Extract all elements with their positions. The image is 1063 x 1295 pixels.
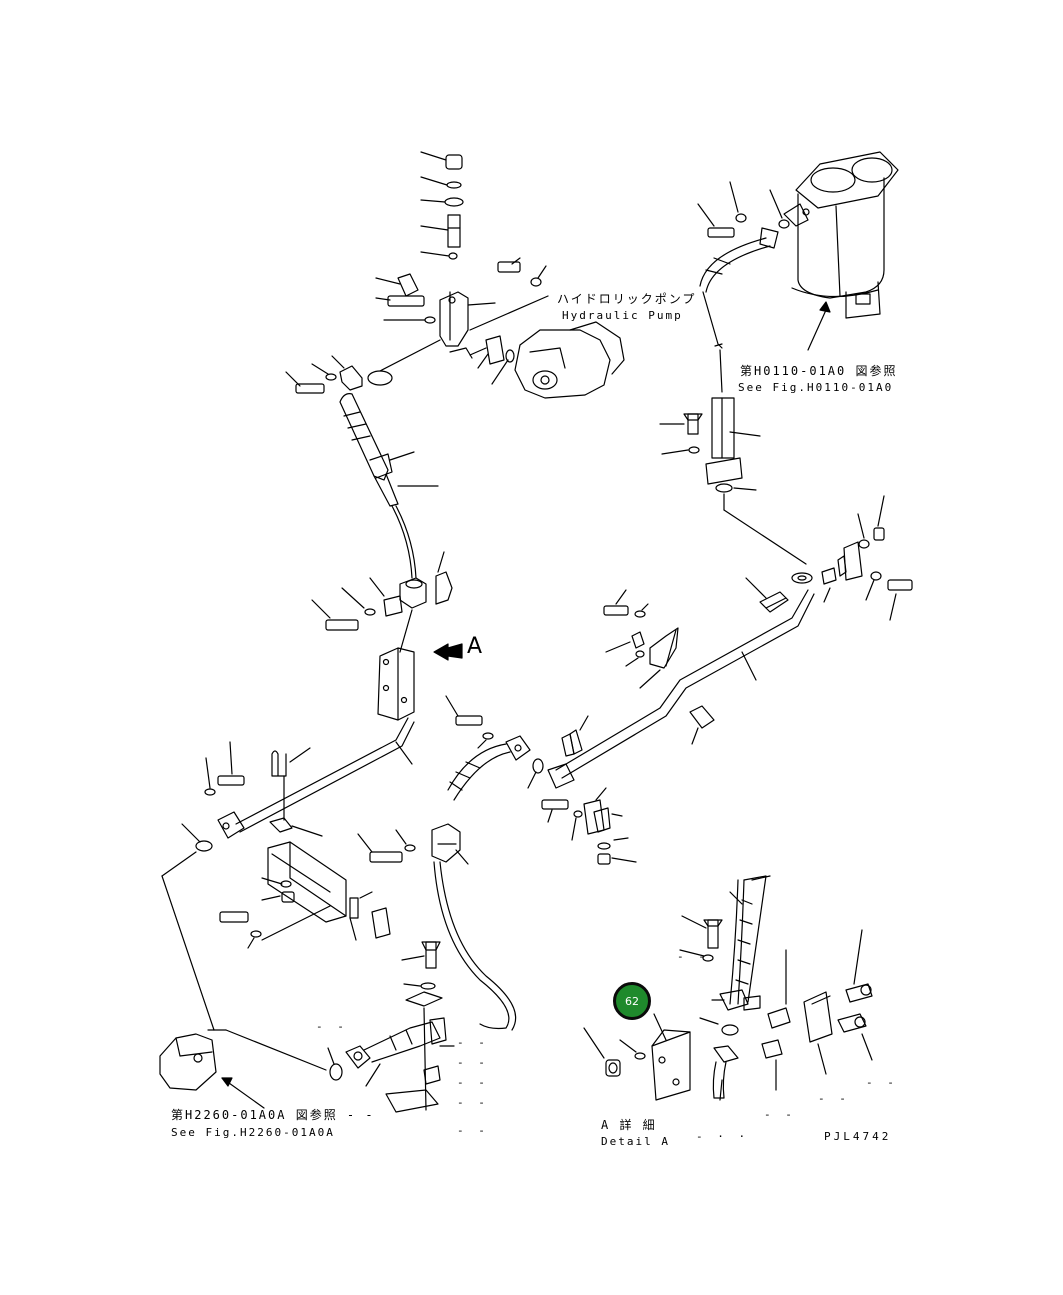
mid-left-clamp: [311, 551, 453, 721]
view-arrow-a: [433, 643, 463, 661]
center-hose: [357, 695, 544, 1031]
leader-dash: - -: [677, 950, 709, 963]
right-tube: [547, 572, 815, 789]
leader-dash: - -: [316, 1020, 348, 1033]
detail-a: [583, 875, 873, 1101]
left-lower-lines: [159, 851, 327, 1109]
center-bottom-bracket: [327, 941, 455, 1113]
suction-hose-left: [285, 355, 439, 579]
right-vertical-pipe: [659, 397, 807, 565]
leader-dash: - -: [457, 1076, 489, 1089]
pump-label-ja: ハイドロリックポンプ: [557, 292, 697, 306]
leader-dash: - -: [818, 1092, 850, 1105]
detail-a-label-en: Detail A: [601, 1135, 670, 1148]
leader-dash: - -: [866, 1076, 898, 1089]
ref-fig-h2260-en: See Fig.H2260-01A0A: [171, 1126, 335, 1139]
ref-fig-h2260-ja: 第H2260-01A0A 図参照 - -: [171, 1108, 375, 1122]
ref-fig-h0110-ja: 第H0110-01A0 図参照: [740, 364, 898, 378]
heat-exchanger: [219, 817, 391, 949]
part-callout-label: 62: [625, 994, 639, 1008]
view-arrow-label: A: [467, 634, 483, 659]
leader-dash: - -: [457, 1036, 489, 1049]
oil-tank: [697, 151, 899, 393]
valve-stack: [367, 151, 496, 386]
leader-dash-dot: - · ·: [696, 1130, 750, 1143]
right-bracket: [821, 495, 913, 621]
hydraulic-pump: [469, 257, 625, 399]
drawing-code: PJL4742: [824, 1130, 892, 1143]
pump-label-en: Hydraulic Pump: [562, 309, 683, 322]
leader-dash: - -: [457, 1096, 489, 1109]
right-clamp-mid: [541, 589, 679, 865]
left-tube: [181, 717, 415, 852]
detail-a-label-ja: A 詳 細: [601, 1118, 657, 1132]
leader-dash: - -: [764, 1108, 796, 1121]
ref-fig-h0110-en: See Fig.H0110-01A0: [738, 381, 894, 394]
leader-dash: - -: [457, 1124, 489, 1137]
part-callout-62[interactable]: 62: [613, 982, 651, 1020]
leader-dash: - -: [457, 1056, 489, 1069]
